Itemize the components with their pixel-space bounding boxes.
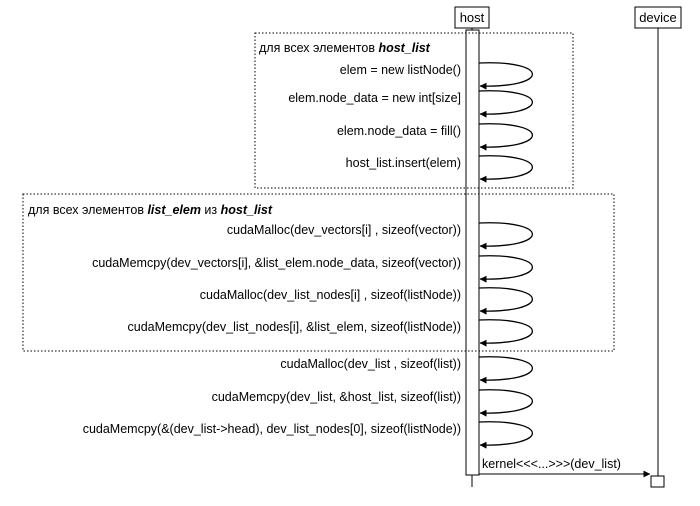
loop-host-list-self-call-arrow-1 <box>478 90 534 118</box>
device-participant-label: device <box>639 10 677 25</box>
post-loop-self-call-label-1: cudaMemcpy(dev_list, &host_list, sizeof(… <box>212 390 461 404</box>
post-loop-calls: cudaMalloc(dev_list , sizeof(list)) cudaM… <box>83 356 534 449</box>
loop-list-elem-self-call-label-2: cudaMalloc(dev_list_nodes[i] , sizeof(li… <box>200 288 461 302</box>
loop-list-elem-self-call-label-3: cudaMemcpy(dev_list_nodes[i], &list_elem… <box>128 320 461 334</box>
loop-host-list-self-call-arrow-3 <box>478 155 534 183</box>
host-activation-bar <box>465 29 480 476</box>
loop-host-list-self-call-arrow-2 <box>478 123 534 151</box>
post-loop-self-call-arrow-2 <box>478 421 534 449</box>
loop-list-elem-self-call-arrow-3 <box>478 319 534 347</box>
loop-frame-host-list <box>254 32 574 189</box>
post-loop-self-call-label-2: cudaMemcpy(&(dev_list->head), dev_list_n… <box>83 422 461 436</box>
loop-host-list-calls: elem = new listNode() elem.node_data = ne… <box>288 62 534 183</box>
loop-host-list-self-call-label-3: host_list.insert(elem) <box>346 156 461 170</box>
device-activation-box <box>650 475 665 488</box>
kernel-call-label: kernel<<<...>>>(dev_list) <box>482 457 621 471</box>
post-loop-self-call-arrow-0 <box>478 356 534 384</box>
loop-list-elem-calls: cudaMalloc(dev_vectors[i] , sizeof(vecto… <box>92 222 534 347</box>
loop-list-elem-self-call-label-1: cudaMemcpy(dev_vectors[i], &list_elem.no… <box>92 256 461 270</box>
loop-list-elem-header: для всех элементов list_elem из host_lis… <box>28 203 273 217</box>
loop-list-elem-self-call-label-0: cudaMalloc(dev_vectors[i] , sizeof(vecto… <box>227 223 461 237</box>
loop-host-list-self-call-arrow-0 <box>478 62 534 90</box>
loop-host-list-self-call-label-2: elem.node_data = fill() <box>337 124 461 138</box>
loop-list-elem-self-call-arrow-2 <box>478 287 534 315</box>
post-loop-self-call-arrow-1 <box>478 389 534 417</box>
loop-host-list-self-call-label-1: elem.node_data = new int[size] <box>288 91 461 105</box>
post-loop-self-call-label-0: cudaMalloc(dev_list , sizeof(list)) <box>280 357 461 371</box>
loop-host-list-header: для всех элементов host_list <box>259 41 431 55</box>
loop-list-elem-self-call-arrow-1 <box>478 255 534 283</box>
host-participant-label: host <box>460 10 485 25</box>
loop-host-list-self-call-label-0: elem = new listNode() <box>340 63 461 77</box>
loop-frame-list-elem <box>22 193 615 352</box>
loop-list-elem-self-call-arrow-0 <box>478 222 534 250</box>
